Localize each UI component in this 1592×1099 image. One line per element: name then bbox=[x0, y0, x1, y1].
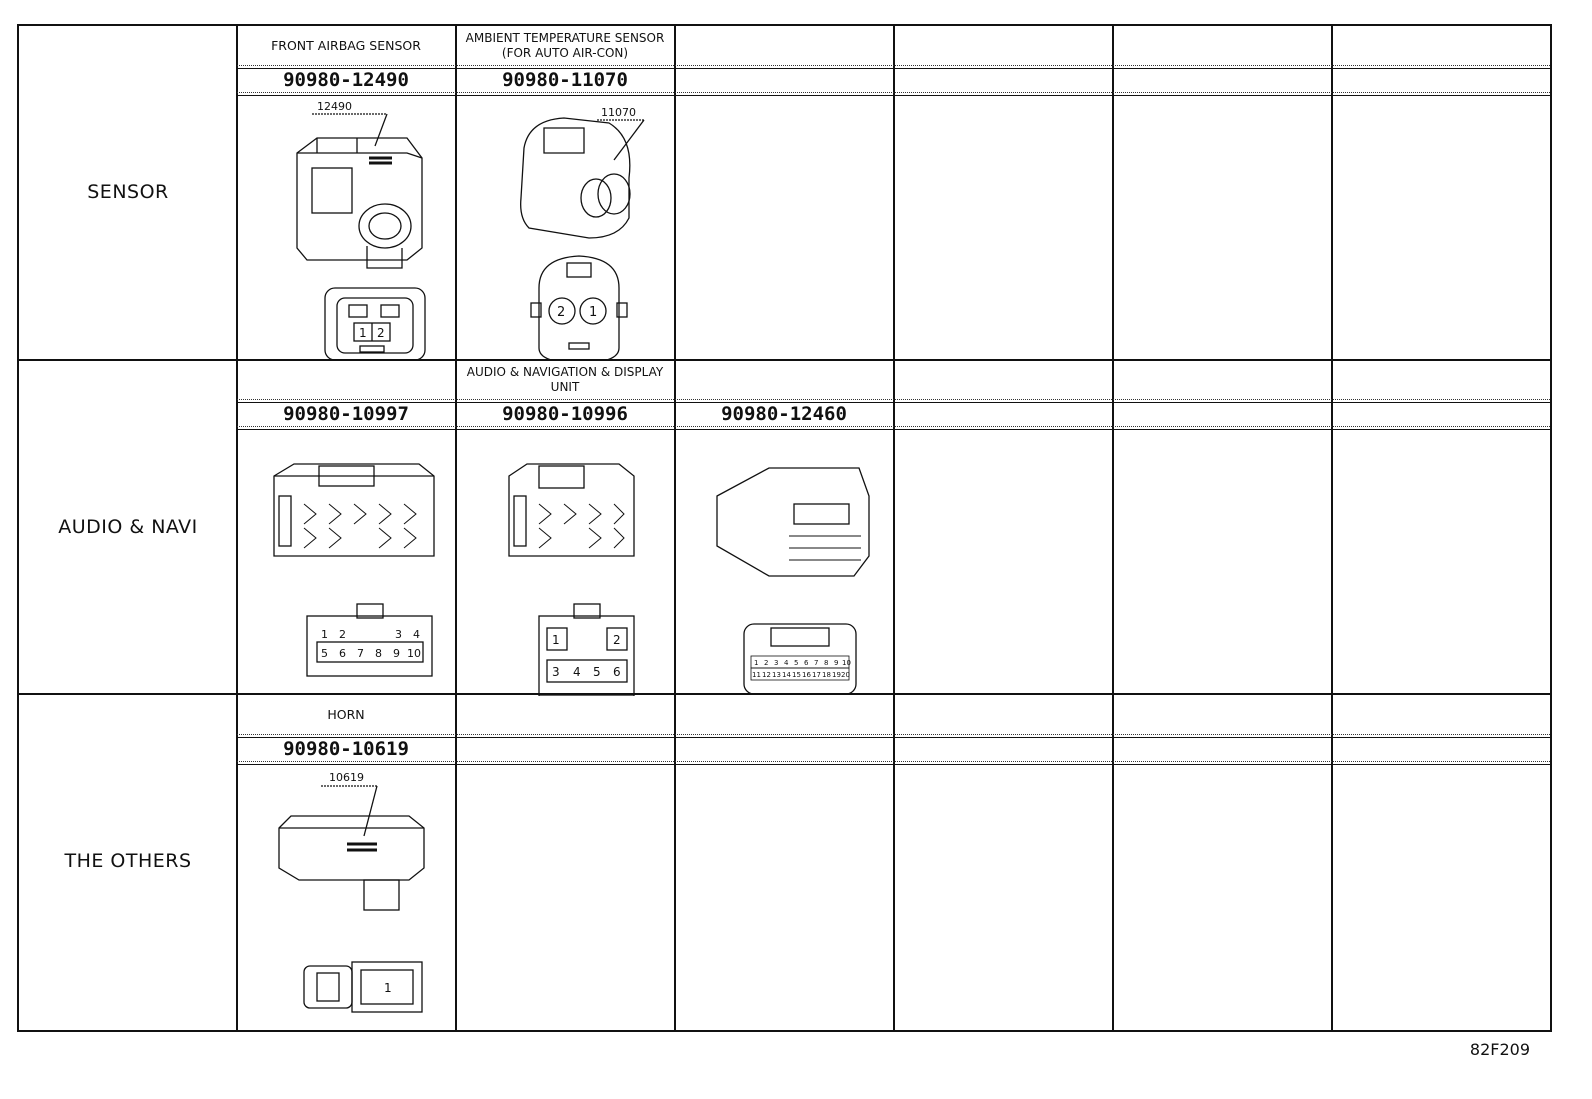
pin-label: 8 bbox=[824, 659, 828, 667]
row-divider bbox=[237, 429, 1550, 430]
connector-drawing-12490: 12490 1 2 bbox=[257, 98, 447, 360]
callout-label: 10619 bbox=[329, 771, 364, 784]
part-number: 90980-10996 bbox=[502, 403, 628, 425]
row-divider bbox=[237, 426, 1550, 427]
pin-label: 16 bbox=[802, 671, 811, 679]
pin-label: 1 bbox=[359, 326, 367, 340]
pin-label: 19 bbox=[832, 671, 841, 679]
pin-label: 18 bbox=[822, 671, 831, 679]
row-divider bbox=[237, 95, 1550, 96]
row-divider bbox=[237, 92, 1550, 93]
connector-title: AMBIENT TEMPERATURE SENSOR (FOR AUTO AIR… bbox=[465, 30, 665, 60]
pin-label: 10 bbox=[842, 659, 851, 667]
col-divider bbox=[1112, 26, 1114, 1030]
callout-label: 11070 bbox=[601, 106, 636, 119]
pin-label: 5 bbox=[593, 665, 601, 679]
pin-label: 8 bbox=[375, 647, 382, 660]
pin-label: 6 bbox=[613, 665, 621, 679]
pin-label: 9 bbox=[393, 647, 400, 660]
pin-label: 10 bbox=[407, 647, 421, 660]
pin-label: 11 bbox=[752, 671, 761, 679]
col-divider bbox=[1331, 26, 1333, 1030]
pin-label: 1 bbox=[754, 659, 758, 667]
row-divider bbox=[237, 68, 1550, 69]
pin-label: 5 bbox=[321, 647, 328, 660]
connector-title: HORN bbox=[327, 706, 365, 722]
part-number: 90980-10997 bbox=[283, 403, 409, 425]
pin-grid-12460 bbox=[750, 655, 850, 681]
row-divider bbox=[237, 399, 1550, 400]
pin-label: 5 bbox=[794, 659, 798, 667]
pin-label: 17 bbox=[812, 671, 821, 679]
pin-label: 12 bbox=[762, 671, 771, 679]
pin-label: 2 bbox=[557, 305, 565, 320]
pin-label: 7 bbox=[357, 647, 364, 660]
pin-label: 14 bbox=[782, 671, 791, 679]
row-divider bbox=[237, 65, 1550, 66]
pin-label: 4 bbox=[413, 628, 420, 641]
connector-drawing-10997: 1 2 3 4 5 6 7 8 9 10 bbox=[259, 456, 439, 696]
row-divider bbox=[237, 402, 1550, 403]
pin-label: 2 bbox=[764, 659, 768, 667]
connector-drawing-12460: 1 2 3 4 5 6 7 8 9 10 11 12 13 14 15 16 1… bbox=[709, 456, 879, 696]
group-label-sensor: SENSOR bbox=[87, 181, 169, 203]
pin-label: 1 bbox=[384, 981, 392, 995]
pin-label: 20 bbox=[841, 671, 850, 679]
row-divider bbox=[237, 764, 1550, 765]
part-number: 90980-10619 bbox=[283, 738, 409, 760]
row-divider bbox=[237, 734, 1550, 735]
pin-label: 2 bbox=[613, 633, 621, 647]
pin-label: 9 bbox=[834, 659, 838, 667]
pin-label: 1 bbox=[552, 633, 560, 647]
pin-label: 3 bbox=[395, 628, 402, 641]
pin-label: 6 bbox=[339, 647, 346, 660]
row-divider bbox=[237, 737, 1550, 738]
col-divider bbox=[455, 26, 457, 1030]
pin-label: 15 bbox=[792, 671, 801, 679]
col-divider bbox=[236, 26, 238, 1030]
figure-reference-code: 82F209 bbox=[1469, 1040, 1530, 1059]
pin-label: 2 bbox=[377, 326, 385, 340]
col-divider bbox=[674, 26, 676, 1030]
row-divider bbox=[237, 761, 1550, 762]
connector-table: SENSOR AUDIO & NAVI THE OTHERS FRONT AIR… bbox=[17, 24, 1552, 1032]
pin-label: 4 bbox=[573, 665, 581, 679]
pin-label: 3 bbox=[552, 665, 560, 679]
connector-drawing-10996: 1 2 3 4 5 6 bbox=[489, 456, 659, 696]
pin-label: 4 bbox=[784, 659, 789, 667]
pin-label: 13 bbox=[772, 671, 781, 679]
connector-drawing-11070: 11070 2 1 bbox=[489, 98, 659, 360]
group-label-audio-navi: AUDIO & NAVI bbox=[58, 516, 198, 538]
callout-label: 12490 bbox=[317, 100, 352, 113]
pin-label: 3 bbox=[774, 659, 778, 667]
col-divider bbox=[893, 26, 895, 1030]
pin-label: 1 bbox=[321, 628, 328, 641]
connector-title: FRONT AIRBAG SENSOR bbox=[271, 37, 421, 53]
pin-label: 6 bbox=[804, 659, 809, 667]
pin-label: 7 bbox=[814, 659, 818, 667]
part-number: 90980-12490 bbox=[283, 69, 409, 91]
part-number: 90980-11070 bbox=[502, 69, 628, 91]
connector-title: AUDIO & NAVIGATION & DISPLAY UNIT bbox=[466, 365, 664, 394]
pin-label: 1 bbox=[589, 305, 597, 320]
part-number: 90980-12460 bbox=[721, 403, 847, 425]
group-divider bbox=[19, 359, 1550, 361]
connector-drawing-10619: 10619 1 bbox=[259, 768, 439, 1030]
group-label-the-others: THE OTHERS bbox=[64, 850, 192, 872]
pin-label: 2 bbox=[339, 628, 346, 641]
